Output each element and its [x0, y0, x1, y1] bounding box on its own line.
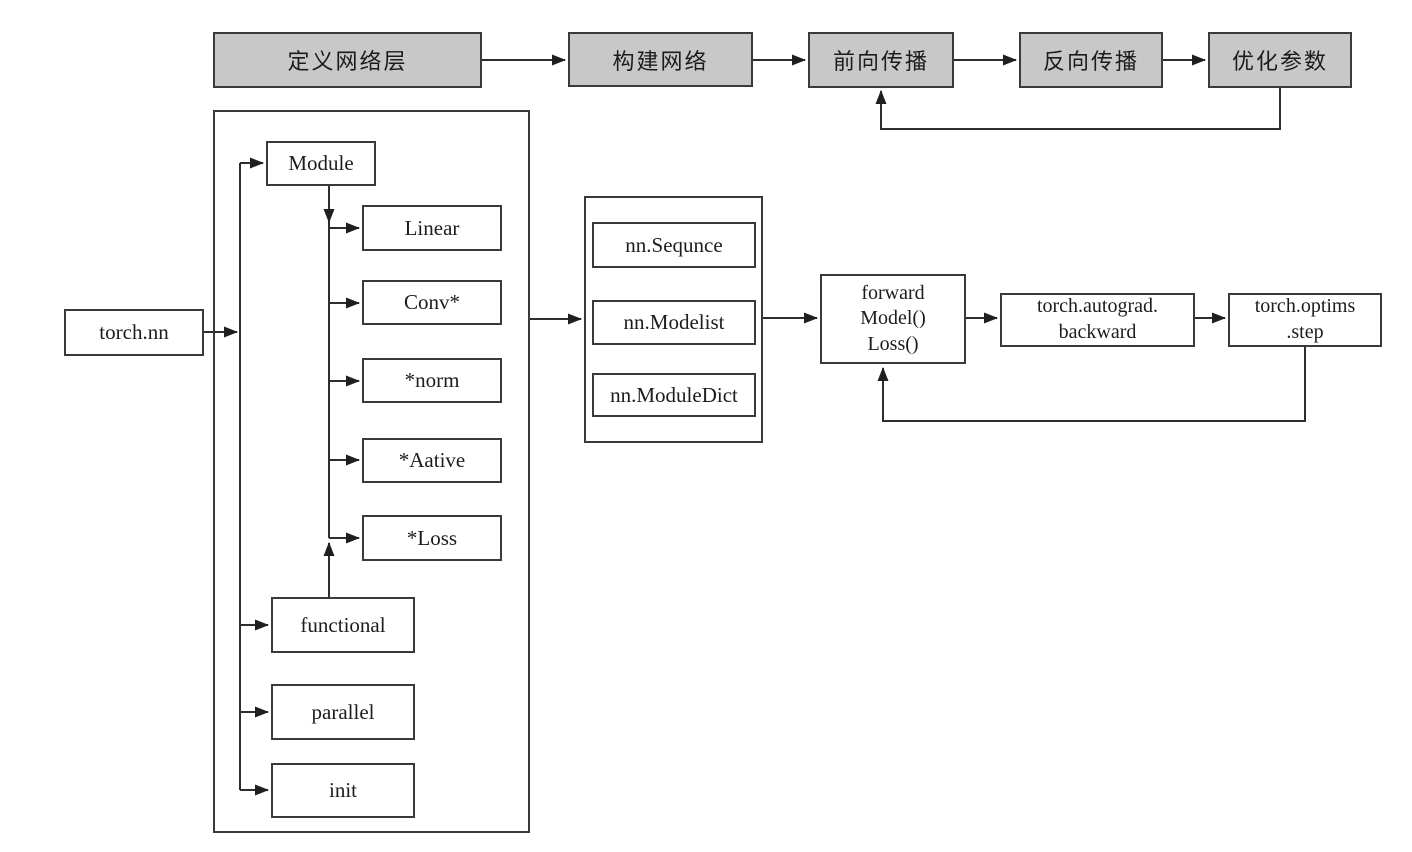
step-label: 构建网络: [612, 48, 709, 74]
node-line: torch.autograd.: [1036, 295, 1159, 318]
node-forward-model-loss: forward Model() Loss(): [820, 274, 966, 364]
step-label: 优化参数: [1231, 49, 1328, 74]
loop-optimize-to-forward-propagation: [875, 88, 1281, 130]
node-line: torch.optims: [1254, 295, 1356, 318]
step-label: 前向传播: [832, 49, 929, 74]
node-torch-optims-step: torch.optims .step: [1228, 293, 1382, 347]
node-conv: Conv*: [362, 280, 502, 325]
node-label: Module: [288, 151, 354, 175]
node-line: backward: [1058, 321, 1137, 343]
node-label: nn.Sequnce: [625, 232, 723, 257]
node-norm: *norm: [362, 358, 502, 403]
step-define-network-layers: 定义网络层: [213, 32, 482, 88]
node-nn-modelist: nn.Modelist: [592, 300, 756, 345]
node-loss: *Loss: [362, 515, 502, 561]
node-label: Linear: [404, 215, 460, 240]
node-label: *Loss: [406, 525, 458, 550]
node-linear: Linear: [362, 205, 502, 251]
node-label: nn.Modelist: [623, 310, 725, 334]
loop-optims-step-to-forward-model: [877, 347, 1306, 422]
node-functional: functional: [271, 597, 415, 653]
step-back-propagation: 反向传播: [1019, 32, 1163, 88]
node-parallel: parallel: [271, 684, 415, 740]
node-label: parallel: [311, 699, 375, 724]
node-line: forward: [861, 281, 925, 304]
node-torch-autograd-backward: torch.autograd. backward: [1000, 293, 1195, 347]
node-torch-nn: torch.nn: [64, 309, 204, 356]
node-init: init: [271, 763, 415, 818]
step-forward-propagation: 前向传播: [808, 32, 954, 88]
node-line: Loss(): [867, 332, 919, 355]
node-line: Model(): [860, 307, 926, 330]
node-line: .step: [1286, 321, 1324, 343]
step-label: 反向传播: [1042, 49, 1139, 74]
node-label: init: [328, 778, 357, 802]
step-optimize-parameters: 优化参数: [1208, 32, 1352, 88]
node-label: Conv*: [403, 290, 460, 314]
node-aative: *Aative: [362, 438, 502, 483]
node-label: functional: [300, 612, 386, 637]
torch-nn-components-frame: [213, 110, 530, 833]
node-label: *norm: [404, 368, 460, 392]
network-containers-frame: [584, 196, 763, 443]
node-nn-moduledict: nn.ModuleDict: [592, 373, 756, 417]
node-label: nn.ModuleDict: [610, 382, 738, 407]
node-module: Module: [266, 141, 376, 186]
node-label: *Aative: [398, 448, 466, 472]
step-label: 定义网络层: [287, 49, 408, 74]
node-label: torch.nn: [99, 320, 169, 344]
step-build-network: 构建网络: [568, 32, 753, 87]
node-nn-sequnce: nn.Sequnce: [592, 222, 756, 268]
